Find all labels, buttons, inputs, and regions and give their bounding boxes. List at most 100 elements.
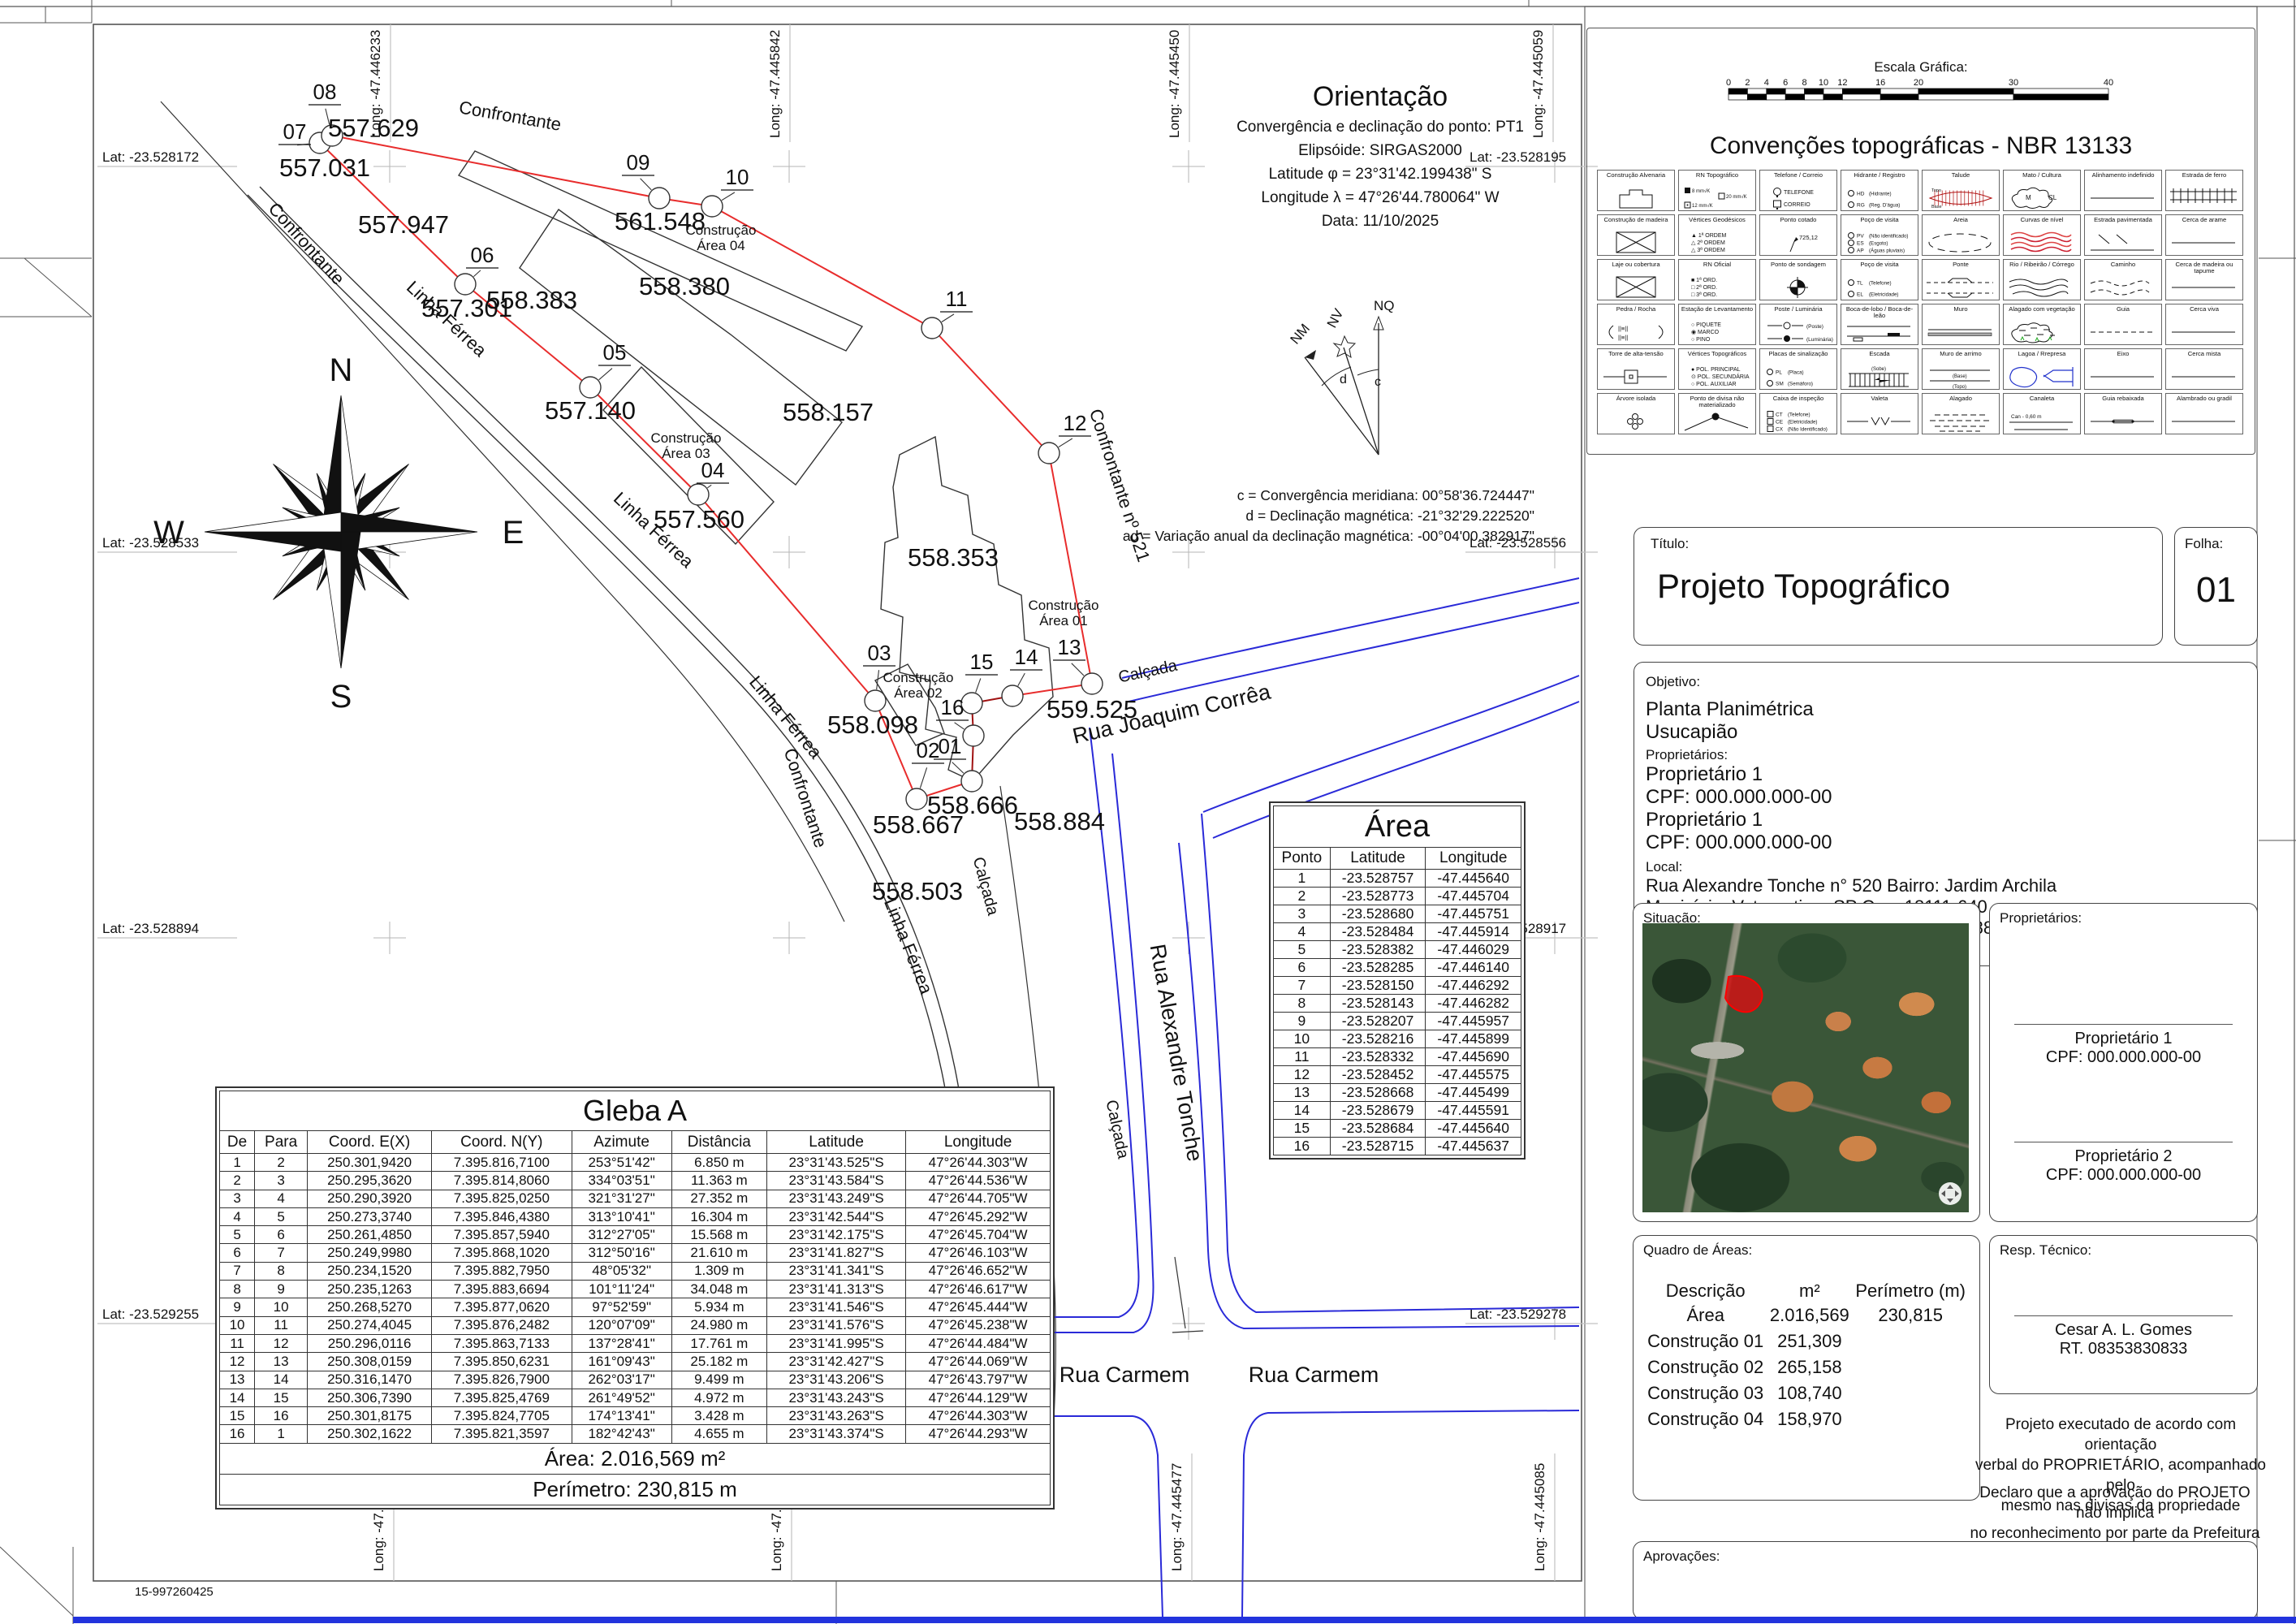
orientation-latitude-line: Latitude φ = 23°31'42.199438" S	[1268, 166, 1492, 183]
legend-symbol-line: .k{stroke:#111;stroke-width:1;fill:none}…	[2172, 287, 2235, 288]
cell: 2	[254, 1152, 309, 1173]
legend-cell-label: Valeta	[1871, 395, 1888, 402]
construction-label: Área 03	[662, 446, 710, 461]
table-row: 11-23.528332-47.445690	[1273, 1047, 1521, 1066]
cell: -23.528207	[1329, 1012, 1426, 1030]
svg-text:8 mm√K: 8 mm√K	[1692, 188, 1710, 194]
cell: 2.016,569	[1769, 1305, 1849, 1325]
cell: -47.446282	[1425, 994, 1521, 1013]
construction-label: Construção	[1029, 598, 1099, 613]
legend-cell: Ponte.k{stroke:#111;stroke-width:1;fill:…	[1922, 259, 2000, 300]
scale-tick-label: 0	[1726, 78, 1731, 88]
cell: 15	[218, 1406, 256, 1426]
cell: 7.395.826,7900	[431, 1370, 572, 1389]
map-text-label: Linha Férrea	[880, 896, 937, 998]
cell: 47°26'44.293"W	[905, 1424, 1051, 1444]
cell: 6.850 m	[671, 1152, 767, 1173]
svg-text:(Eletricidade): (Eletricidade)	[1869, 292, 1898, 298]
legend-symbol-rio: .k{stroke:#111;stroke-width:1;fill:none}…	[2009, 279, 2069, 297]
legend-cell: Poste / Luminária.k{stroke:#111;stroke-w…	[1759, 304, 1837, 345]
scale-tick-label: 6	[1783, 78, 1788, 88]
annual-variation-line: ad = Variação anual da declinação magnét…	[1122, 528, 1534, 544]
cell: Latitude	[766, 1130, 907, 1154]
legend-cell-label: Canaleta	[2029, 395, 2055, 402]
map-text-label: Confrontante	[265, 198, 349, 288]
cell: Para	[254, 1130, 309, 1154]
bottom-blue-strip	[73, 1617, 2296, 1623]
cell: 17.761 m	[671, 1333, 767, 1354]
svg-text:RG: RG	[1857, 203, 1865, 209]
cell: Longitude	[1425, 847, 1521, 870]
legend-cell: Cerca de arame.k{stroke:#111;stroke-widt…	[2165, 214, 2243, 256]
sheet-code: 15-997260425	[135, 1585, 214, 1599]
cell: 7	[254, 1243, 309, 1263]
scale-tick-label: 10	[1819, 78, 1828, 88]
table-row: 16-23.528715-47.445637	[1273, 1137, 1521, 1155]
owners-box-label: Proprietários:	[2000, 910, 2082, 926]
cell: -47.445704	[1425, 887, 1521, 905]
legend-symbol-ferro: .k{stroke:#111;stroke-width:1;fill:none}…	[2170, 188, 2237, 203]
scale-tick-label: 8	[1802, 78, 1807, 88]
legend-symbol-dash: .k{stroke:#111;stroke-width:1;fill:none}…	[2091, 331, 2154, 333]
svg-text:||≡||: ||≡||	[1618, 334, 1628, 341]
cell: 312°27'05"	[571, 1225, 672, 1245]
cell: 6	[218, 1243, 256, 1263]
declination-line: d = Declinação magnética: -21°32'29.2225…	[1245, 508, 1534, 524]
owners-label: Proprietários:	[1646, 747, 1728, 762]
cell: -23.528285	[1329, 958, 1426, 977]
cell: 23°31'41.313"S	[766, 1280, 907, 1299]
cell: 250.295,3620	[307, 1171, 433, 1190]
vertex-marker	[454, 273, 477, 296]
map-text-label: Calçada	[969, 855, 1002, 918]
svg-text:AP: AP	[1857, 248, 1864, 254]
table-row: 12-23.528452-47.445575	[1273, 1065, 1521, 1084]
conventions-title: Convenções topográficas - NBR 13133	[1709, 132, 2133, 159]
cell: 16.304 m	[671, 1207, 767, 1227]
table-row: 4-23.528484-47.445914	[1273, 922, 1521, 941]
cell: 261°49'52"	[571, 1388, 672, 1408]
legend-cell: Ponto de sondagem.k{stroke:#111;stroke-w…	[1759, 259, 1837, 300]
technician-signature-line	[2013, 1315, 2233, 1316]
cell: 15.568 m	[671, 1225, 767, 1245]
legend-symbol-caminho: .k{stroke:#111;stroke-width:1;fill:none}…	[2090, 280, 2150, 296]
svg-text:CL: CL	[2048, 194, 2057, 201]
cell: Descrição	[1665, 1281, 1746, 1301]
legend-cell: Alagado com vegetação.k{stroke:#111;stro…	[2003, 304, 2081, 345]
vertex-marker	[962, 724, 985, 747]
legend-cell-label: Rio / Ribeirão / Córrego	[2009, 261, 2074, 268]
cell: 23°31'43.525"S	[766, 1152, 907, 1173]
cell: 7.395.876,2482	[431, 1315, 572, 1335]
cell: 7.395.824,7705	[431, 1406, 572, 1426]
svg-text:○ PIQUETE: ○ PIQUETE	[1691, 322, 1721, 328]
svg-text:(Luminária): (Luminária)	[1806, 337, 1833, 343]
vertex-label: 07	[283, 119, 307, 144]
cell: 7.395.825,4769	[431, 1388, 572, 1408]
legend-cell: Alambrado ou gradil.k{stroke:#111;stroke…	[2165, 393, 2243, 434]
technician-name: Cesar A. L. Gomes	[2055, 1321, 2192, 1339]
vertex-label: 14	[1015, 645, 1038, 669]
legend-symbol-building: .k{stroke:#111;stroke-width:1;fill:none}…	[1619, 189, 1653, 209]
construction-label: Área 02	[894, 685, 943, 701]
cell: 158,970	[1777, 1409, 1842, 1429]
legend-symbol-mato: .k{stroke:#111;stroke-width:1;fill:none}…	[2011, 187, 2057, 209]
legend-symbol-pav: .k{stroke:#111;stroke-width:1;fill:none}…	[2091, 234, 2154, 251]
cell	[1852, 1354, 1969, 1380]
signature1-name: Proprietário 1	[2074, 1030, 2173, 1047]
cell: -23.528216	[1329, 1030, 1426, 1048]
legend-cell-label: Ponte	[1953, 261, 1969, 268]
orientation-title: Orientação	[1312, 81, 1448, 112]
cell: 12	[218, 1352, 256, 1371]
vertex-label: 05	[603, 340, 627, 365]
legend-cell-label: Árvore isolada	[1616, 395, 1656, 402]
vertex-label: 01	[939, 734, 962, 758]
legend-symbol-line: .k{stroke:#111;stroke-width:1;fill:none}…	[2091, 376, 2154, 378]
legend-cell-label: Construção de madeira	[1603, 216, 1668, 223]
sheet-number-box: Folha: 01	[2174, 527, 2258, 646]
cell: 182°42'43"	[571, 1424, 672, 1444]
